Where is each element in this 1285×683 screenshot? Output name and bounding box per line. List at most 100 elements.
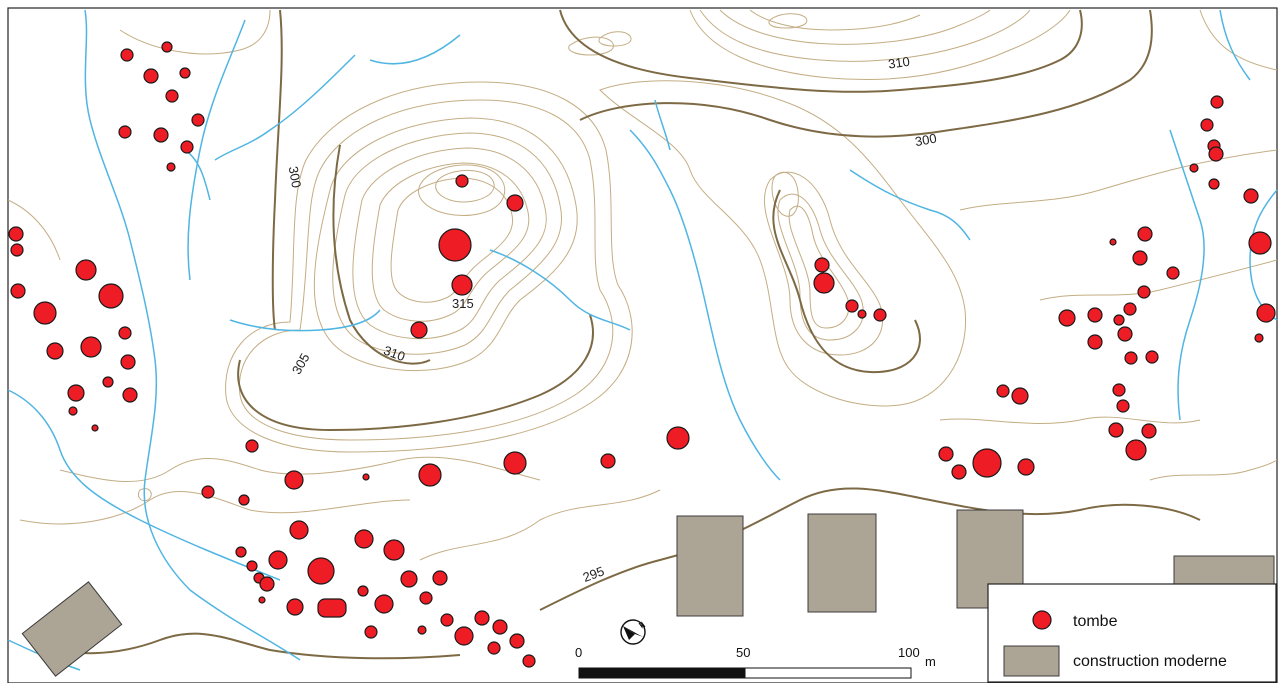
tomb — [120, 354, 136, 370]
tomb — [10, 283, 26, 299]
tomb — [259, 576, 275, 592]
building — [676, 515, 744, 617]
tomb — [438, 228, 472, 262]
tomb — [1137, 285, 1151, 299]
tomb — [1109, 238, 1117, 246]
tomb — [1210, 95, 1224, 109]
tomb — [122, 387, 138, 403]
tomb — [91, 424, 99, 432]
tomb — [98, 283, 124, 309]
tomb — [102, 376, 114, 388]
tomb — [487, 641, 501, 655]
scale-label-50: 50 — [736, 645, 750, 660]
tomb — [432, 570, 448, 586]
tomb — [873, 308, 887, 322]
scale-bar: 0 50 100 m — [575, 645, 936, 679]
tombs — [8, 41, 1276, 668]
tomb — [857, 309, 867, 319]
legend-label-tombe: tombe — [1073, 613, 1118, 630]
tomb — [1123, 302, 1137, 316]
tomb — [246, 560, 258, 572]
tomb — [1017, 458, 1035, 476]
tomb — [191, 113, 205, 127]
tomb — [235, 546, 247, 558]
tomb — [1208, 146, 1224, 162]
tomb — [1254, 333, 1264, 343]
tomb — [1087, 307, 1103, 323]
tomb — [118, 125, 132, 139]
tomb — [143, 68, 159, 84]
legend-item-tombe: tombe — [1032, 610, 1118, 630]
tomb — [474, 610, 490, 626]
tomb — [666, 426, 690, 450]
tomb — [1248, 231, 1272, 255]
tomb — [1113, 314, 1125, 326]
tomb — [238, 494, 250, 506]
contour-label: 295 — [581, 563, 607, 585]
tomb — [317, 598, 347, 618]
tomb — [179, 67, 191, 79]
tomb — [362, 473, 370, 481]
tomb — [938, 446, 954, 462]
tomb — [80, 336, 102, 358]
tomb — [1117, 326, 1133, 342]
tomb — [951, 464, 967, 480]
tomb — [451, 274, 473, 296]
tomb — [813, 272, 835, 294]
contour-label: 300 — [914, 131, 938, 150]
tomb — [286, 598, 304, 616]
tomb — [1145, 350, 1159, 364]
tomb — [814, 257, 830, 273]
tomb — [410, 321, 428, 339]
contour-label: 300 — [286, 165, 305, 189]
tomb — [75, 259, 97, 281]
tomb — [118, 326, 132, 340]
map-frame — [7, 7, 1278, 683]
contour-label: 310 — [887, 54, 911, 72]
tomb — [1125, 439, 1147, 461]
tomb — [374, 594, 394, 614]
tomb — [600, 453, 616, 469]
tomb — [153, 127, 169, 143]
tomb — [201, 485, 215, 499]
tomb — [1058, 309, 1076, 327]
tomb — [1112, 383, 1126, 397]
scale-label-0: 0 — [575, 645, 582, 660]
tomb — [46, 342, 64, 360]
tomb — [1189, 163, 1199, 173]
contour-label: 310 — [382, 343, 408, 365]
tomb — [400, 570, 418, 588]
tomb — [1256, 303, 1276, 323]
contour-lines — [7, 9, 1278, 660]
tomb — [454, 626, 474, 646]
tomb — [1243, 188, 1259, 204]
scale-label-100: 100 — [898, 645, 920, 660]
tomb — [440, 613, 454, 627]
tomb — [364, 625, 378, 639]
tomb — [258, 596, 266, 604]
tomb — [33, 301, 57, 325]
tomb — [1208, 178, 1220, 190]
tomb — [1124, 351, 1138, 365]
tomb — [1166, 266, 1180, 280]
tomb — [845, 299, 859, 313]
tomb — [509, 633, 525, 649]
tomb — [417, 625, 427, 635]
tomb — [180, 140, 194, 154]
scale-segment-black — [578, 667, 746, 679]
tomb — [1141, 423, 1157, 439]
tomb — [419, 591, 433, 605]
tomb — [245, 439, 259, 453]
tomb — [492, 619, 508, 635]
tomb — [1011, 387, 1029, 405]
legend-building-symbol — [1003, 645, 1060, 677]
tomb — [383, 539, 405, 561]
tomb — [68, 406, 78, 416]
tomb — [972, 448, 1002, 478]
north-arrow-icon — [620, 619, 646, 645]
building — [807, 513, 877, 613]
tomb — [354, 529, 374, 549]
tomb — [8, 226, 24, 242]
tomb — [455, 174, 469, 188]
tomb — [289, 520, 309, 540]
